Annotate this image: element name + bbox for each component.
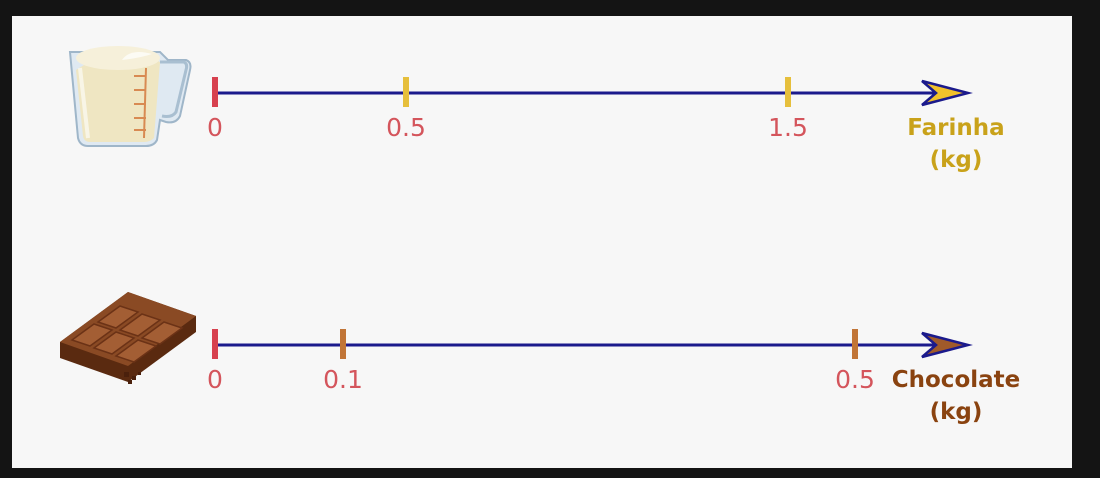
- chocolate-bar-icon: [60, 292, 196, 384]
- chocolate-axis-title: Chocolate: [892, 367, 1021, 393]
- flour-measuring-cup-icon: [68, 46, 192, 147]
- farinha-tick-label-1.5: 1.5: [768, 113, 808, 142]
- farinha-tick-0: [212, 77, 218, 107]
- farinha-tick-label-0.5: 0.5: [386, 113, 426, 142]
- chocolate-number-line: 0 0.1 0.5 Chocolate (kg): [207, 329, 1020, 425]
- chocolate-tick-0: [212, 329, 218, 359]
- farinha-tick-0.5: [403, 77, 409, 107]
- diagram-panel: [12, 16, 1072, 468]
- farinha-number-line: 0 0.5 1.5 Farinha (kg): [207, 77, 1005, 173]
- farinha-tick-1.5: [785, 77, 791, 107]
- chocolate-axis-unit: (kg): [930, 399, 983, 425]
- chocolate-arrow-head: [921, 331, 973, 359]
- chocolate-tick-label-0.1: 0.1: [323, 365, 363, 394]
- farinha-tick-label-0: 0: [207, 113, 223, 142]
- chocolate-tick-0.1: [340, 329, 346, 359]
- farinha-axis-title: Farinha: [907, 115, 1004, 141]
- chocolate-tick-0.5: [852, 329, 858, 359]
- chocolate-tick-label-0.5: 0.5: [835, 365, 875, 394]
- farinha-axis-unit: (kg): [930, 147, 983, 173]
- chocolate-tick-label-0: 0: [207, 365, 223, 394]
- farinha-arrow-head: [921, 79, 973, 107]
